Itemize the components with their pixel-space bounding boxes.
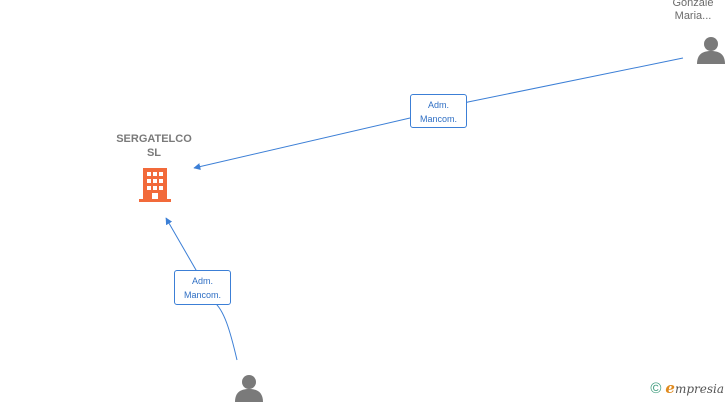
brand-initial: e [665,379,675,397]
edge-label-bottom-line1: Adm. [191,276,213,286]
company-name-line2: SL [146,147,162,159]
person-top-right-name-line1: Gonzale [672,0,714,9]
company-name-line1: SERGATELCO [116,133,192,145]
building-icon[interactable] [138,167,172,203]
brand-name: empresia [665,379,724,398]
person-icon[interactable] [696,36,726,64]
edge-label-bottom-line2: Mancom. [183,290,221,300]
edge-label-top-line2: Mancom. [419,114,457,124]
company-name[interactable]: SERGATELCO SL [104,132,204,160]
person-top-right-name-line2: Maria... [674,10,712,22]
person-top-right-name[interactable]: Gonzale Maria... [658,0,728,23]
edge-label-top[interactable]: Adm. Mancom. [410,94,467,128]
edge-label-top-line1: Adm. [427,100,449,110]
brand-watermark: © empresia [650,379,724,398]
brand-rest: mpresia [674,382,724,396]
edge-label-bottom[interactable]: Adm. Mancom. [174,270,231,305]
person-icon[interactable] [234,374,264,402]
copyright-icon: © [650,379,662,397]
